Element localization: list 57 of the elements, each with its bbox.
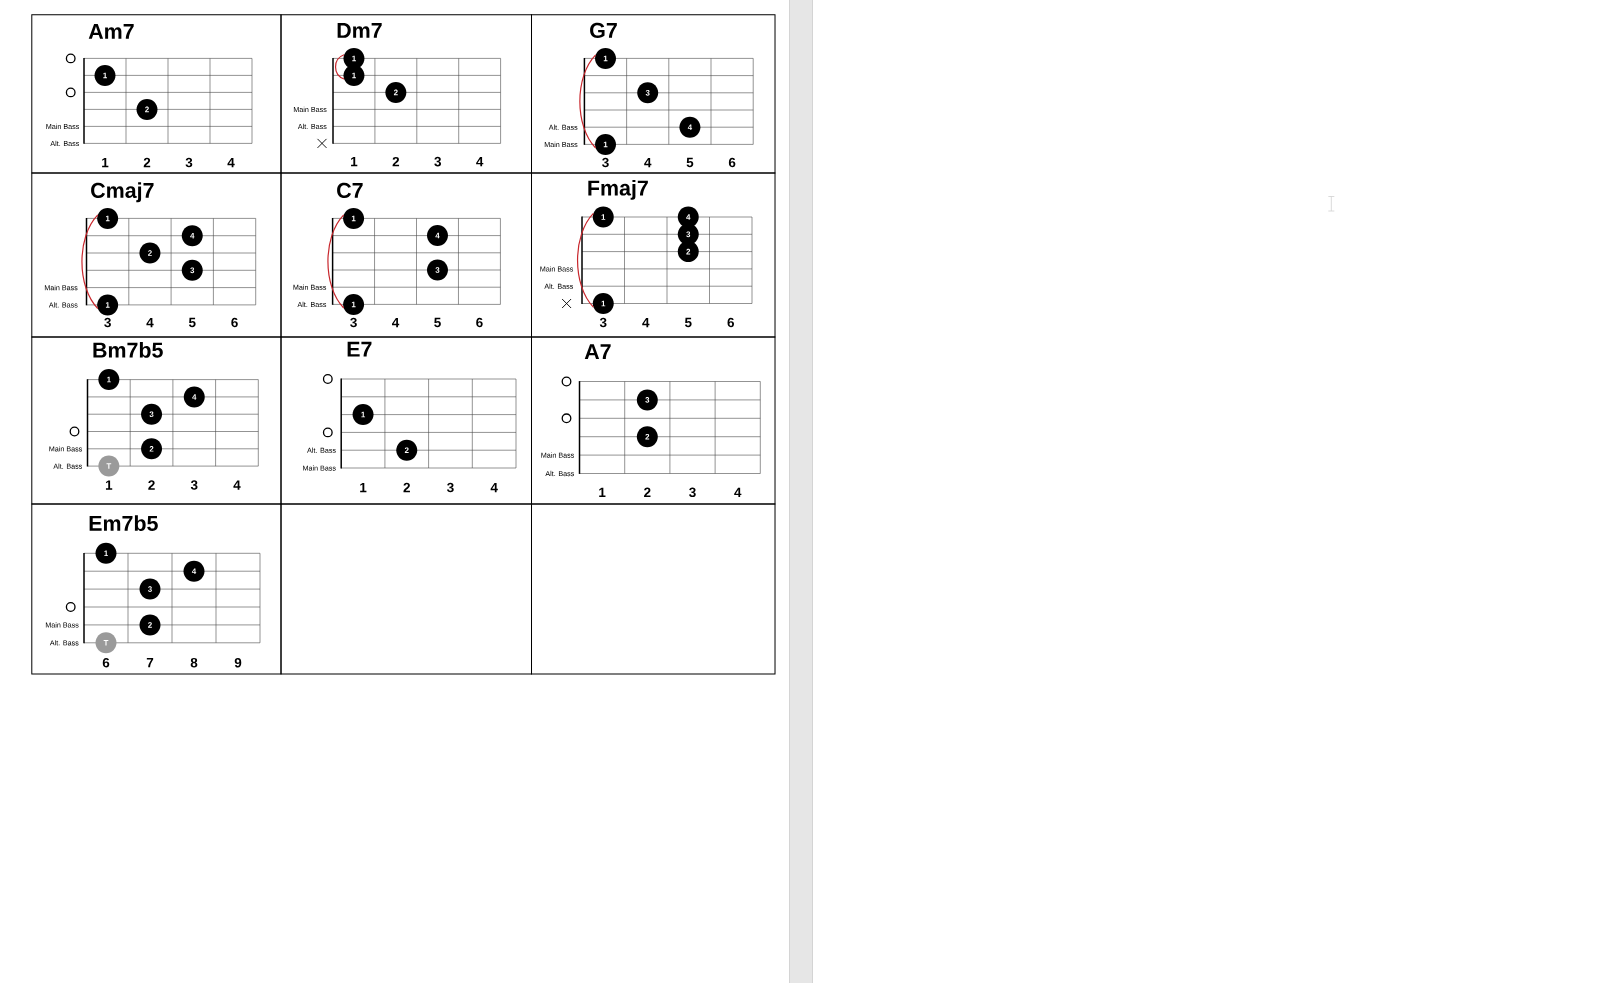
fret-number: 7 (146, 658, 154, 668)
fret-number: 6 (231, 317, 238, 328)
fret-number: 4 (644, 157, 652, 168)
fret-number: 6 (476, 317, 483, 328)
fret-number: 4 (734, 487, 742, 497)
fret-number: 1 (105, 480, 113, 490)
fret-number: 3 (350, 317, 357, 328)
fret-number: 5 (434, 317, 441, 328)
chord-name: E7 (347, 341, 372, 357)
barre-arc (579, 54, 597, 149)
fret-number: 9 (234, 657, 242, 668)
fret-number: 5 (686, 157, 694, 168)
fret-number: 2 (403, 482, 410, 493)
table-cell (531, 503, 776, 675)
fret-number: 2 (148, 480, 155, 490)
fret-number: 3 (185, 157, 193, 168)
fret-number: 1 (351, 157, 358, 167)
fret-number: 2 (392, 156, 400, 167)
chord-name: Bm7b5 (93, 342, 163, 358)
fret-number: 2 (143, 157, 151, 168)
fret-number: 3 (599, 317, 607, 328)
fret-number: 6 (728, 157, 736, 168)
fret-number: 4 (233, 480, 241, 490)
fret-number: 1 (102, 157, 109, 168)
barre-arc (327, 214, 345, 309)
chord-name: Dm7 (337, 23, 382, 38)
barre-arc (576, 212, 594, 308)
fret-number: 4 (227, 157, 235, 168)
fret-number: 5 (684, 317, 692, 328)
fret-number: 3 (447, 482, 454, 493)
chord-name: A7 (584, 344, 611, 359)
fret-number: 2 (644, 487, 651, 497)
fret-number: 3 (190, 480, 198, 490)
fret-number: 6 (102, 657, 110, 668)
fret-number: 4 (476, 157, 484, 167)
fret-number: 4 (642, 317, 650, 328)
chord-name: Cmaj7 (91, 182, 154, 203)
barre-arc (334, 54, 345, 80)
fret-number: 5 (188, 317, 196, 328)
fret-number: 4 (146, 317, 154, 328)
chord-name: Am7 (88, 24, 134, 39)
chord-name: Em7b5 (89, 515, 158, 531)
fret-number: 4 (490, 482, 498, 493)
fret-number: 8 (190, 657, 198, 668)
fret-number: 1 (599, 487, 606, 497)
fret-number: 3 (434, 156, 441, 167)
fret-number: 3 (104, 317, 111, 328)
chord-name: C7 (337, 182, 363, 198)
fret-number: 3 (689, 487, 696, 498)
fret-number: 6 (727, 317, 734, 328)
barre-arc (81, 214, 99, 310)
fret-number: 3 (602, 157, 609, 168)
fret-number: 4 (392, 317, 400, 328)
table-cell (280, 503, 532, 675)
chord-name: G7 (590, 22, 617, 38)
chord-name: Fmaj7 (588, 179, 648, 200)
fret-number: 1 (360, 482, 367, 493)
